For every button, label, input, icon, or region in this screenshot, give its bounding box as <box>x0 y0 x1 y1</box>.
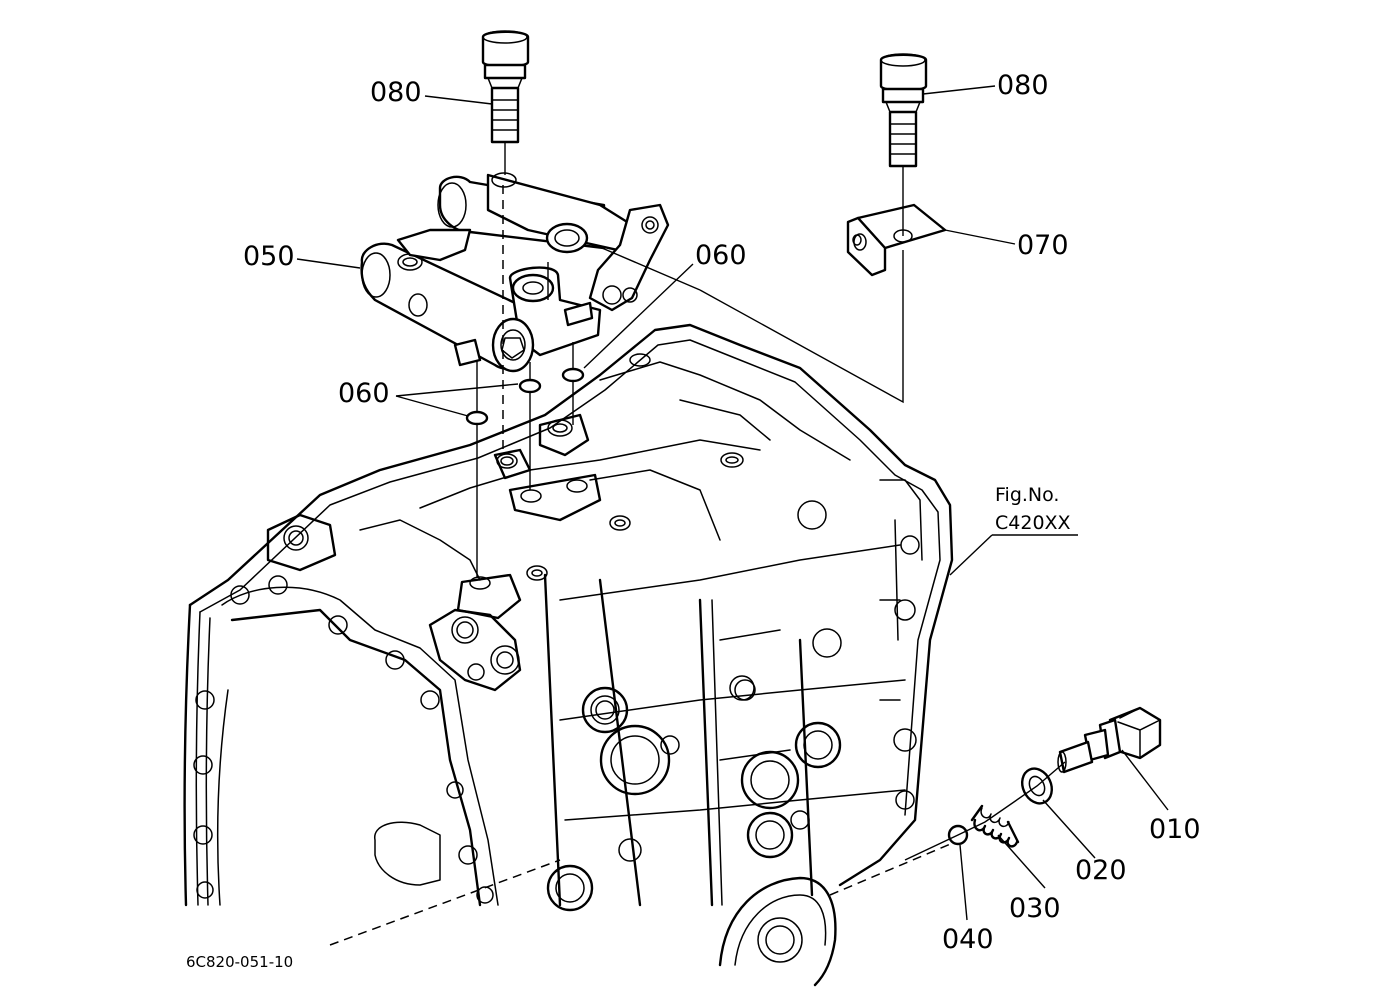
callout-070: 070 <box>1017 230 1069 261</box>
callout-040: 040 <box>942 924 994 955</box>
relief-centerline <box>904 761 1066 861</box>
bolt-080-left <box>481 30 530 144</box>
bracket-070 <box>846 203 947 277</box>
leader-lines <box>296 85 1169 921</box>
spring-030 <box>970 804 1020 848</box>
transmission-case <box>183 323 961 987</box>
relief-plug-010 <box>1057 706 1162 774</box>
callout-labels: 080 080 070 050 060 060 010 020 030 040 … <box>186 70 1201 971</box>
callout-010: 010 <box>1149 814 1201 845</box>
drawing-number: 6C820-051-10 <box>186 953 293 971</box>
callout-080-left: 080 <box>370 77 422 108</box>
assembly-lines <box>476 142 904 578</box>
o-rings-060 <box>465 367 585 426</box>
figure-ref-number: C420XX <box>995 512 1071 534</box>
callout-020: 020 <box>1075 855 1127 886</box>
bolt-080-right <box>879 53 928 168</box>
callout-060-lower: 060 <box>338 378 390 409</box>
callout-080-right: 080 <box>997 70 1049 101</box>
callout-050: 050 <box>243 241 295 272</box>
callout-060-upper: 060 <box>695 240 747 271</box>
valve-assembly-050 <box>360 172 670 373</box>
callout-030: 030 <box>1009 893 1061 924</box>
figure-ref-label: Fig.No. <box>995 484 1059 506</box>
